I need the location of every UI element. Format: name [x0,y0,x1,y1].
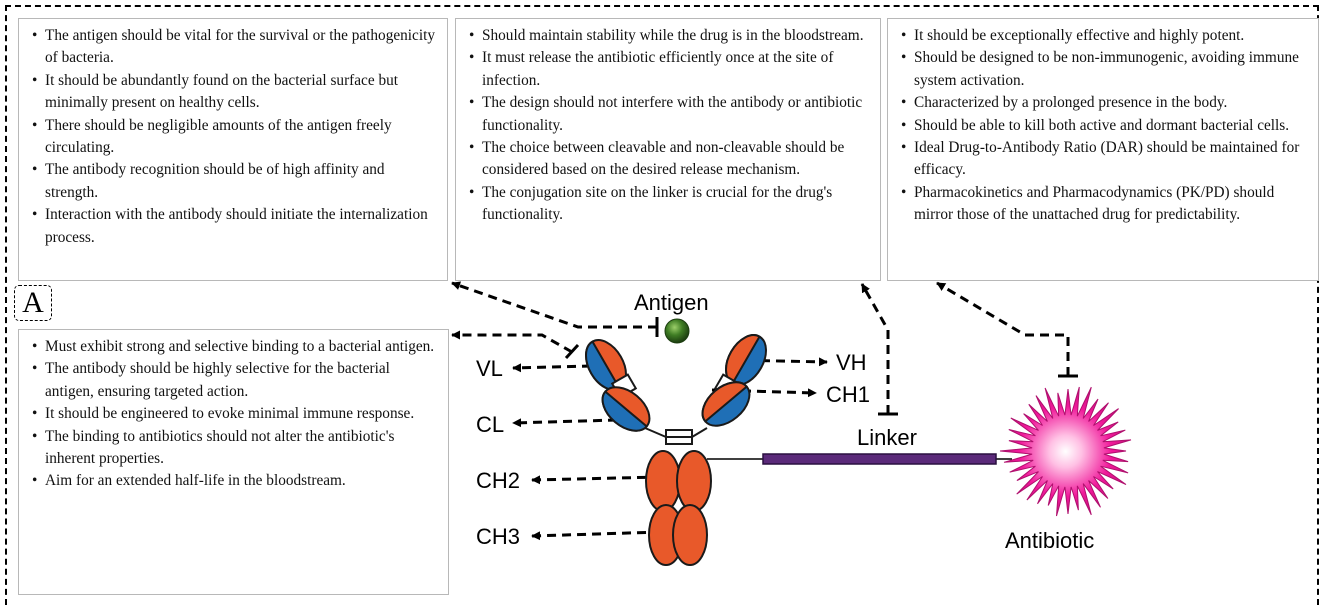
antigen-sphere [665,319,689,343]
vh-label: VH [836,350,867,375]
linker-label: Linker [857,425,917,450]
cl-arrow [513,420,617,423]
antibiotic-starburst [1000,387,1131,516]
inhibition-bars [566,317,1078,414]
antigen-label: Antigen [634,290,709,315]
ch2-label: CH2 [476,468,520,493]
antibiotic-label: Antibiotic [1005,528,1094,553]
antibody [578,328,774,565]
connector-arrows [452,283,1068,536]
ch2-arrow [532,477,661,480]
vl-label: VL [476,356,503,381]
antibody-to-box-arrow [452,335,572,352]
cl-label: CL [476,412,504,437]
antigen-to-box-arrow [452,283,657,327]
linker-bar [763,454,996,464]
ch3-label: CH3 [476,524,520,549]
ch1-label: CH1 [826,382,870,407]
ch3-arrow [532,532,661,536]
vl-arrow [513,366,591,368]
antibiotic-to-box-arrow [937,283,1068,376]
